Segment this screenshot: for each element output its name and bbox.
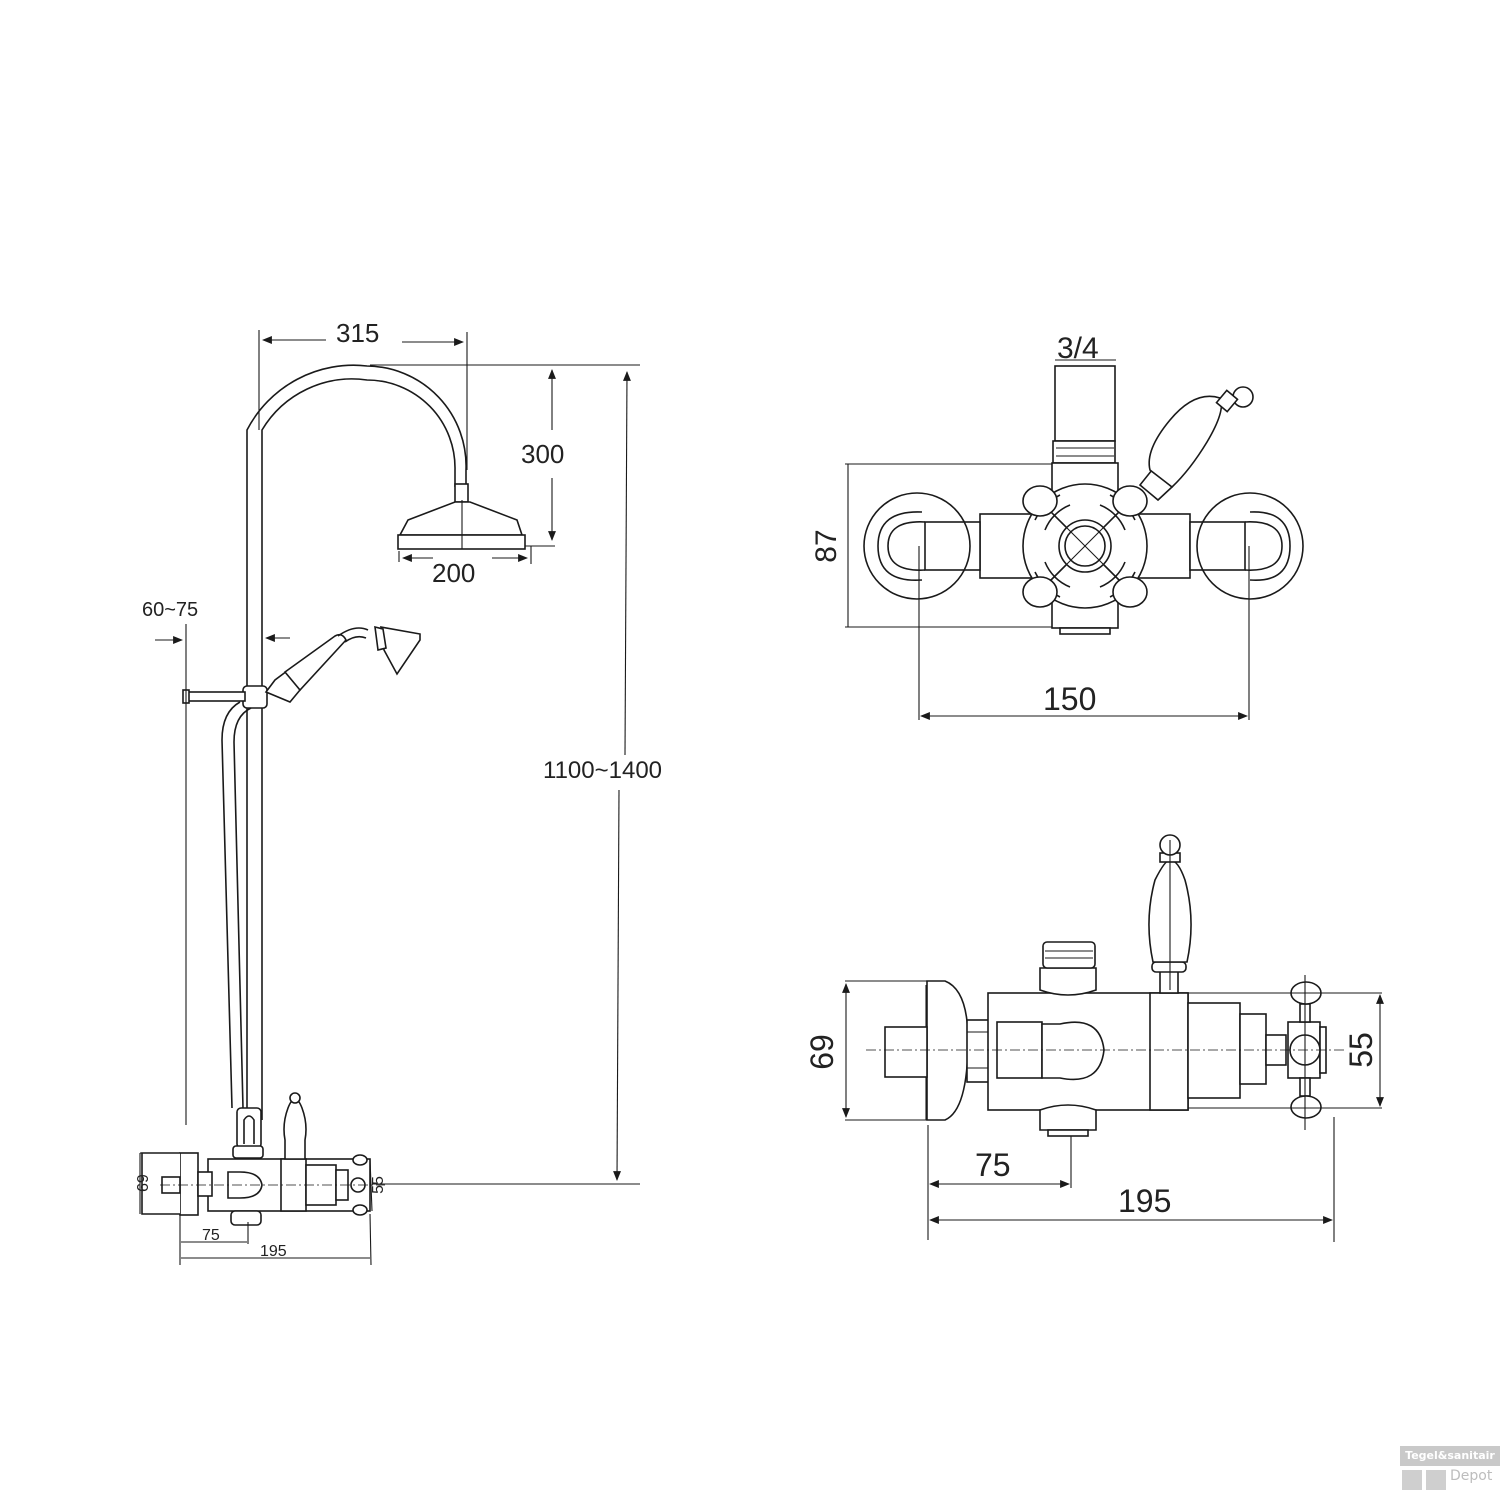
front-view: 69 55 75 195 xyxy=(804,834,1384,1242)
label-60-75: 60~75 xyxy=(142,599,198,621)
hand-shower xyxy=(182,625,421,1109)
label-300: 300 xyxy=(521,439,564,469)
label-front-55: 55 xyxy=(1343,1032,1379,1068)
riser-pipe xyxy=(246,364,469,1120)
top-view-dimensions: 3/4 87 150 xyxy=(810,332,1250,720)
label-side-75: 75 xyxy=(202,1227,220,1244)
cross-handle xyxy=(1022,483,1148,609)
front-view-dimensions: 69 55 75 195 xyxy=(804,980,1384,1242)
label-side-55: 55 xyxy=(370,1176,387,1194)
side-valve-dimensions: 69 55 75 195 xyxy=(133,1152,387,1266)
side-valve-body xyxy=(141,1092,385,1226)
lever-handle xyxy=(1138,386,1254,502)
label-150: 150 xyxy=(1043,681,1096,717)
watermark-brand-bottom: Depot xyxy=(1450,1468,1493,1484)
label-200: 200 xyxy=(432,558,475,588)
front-lever-handle xyxy=(1148,834,1192,1111)
label-front-75: 75 xyxy=(975,1147,1011,1183)
dimension-arm-drop: 300 xyxy=(370,364,640,547)
watermark-tile-icon xyxy=(1402,1470,1422,1490)
front-cross-handle xyxy=(1287,975,1327,1130)
brand-watermark: Tegel&sanitair Depot xyxy=(1400,1442,1500,1500)
dimension-arm-reach: 315 xyxy=(258,318,468,470)
side-view: 315 300 200 xyxy=(133,318,662,1266)
dimension-total-height: 1100~1400 xyxy=(372,371,662,1185)
label-3-4: 3/4 xyxy=(1057,332,1099,365)
label-side-195: 195 xyxy=(260,1243,287,1260)
dimension-wall-offset: 60~75 xyxy=(142,599,290,1125)
overhead-shower-head xyxy=(397,500,526,550)
label-side-69: 69 xyxy=(133,1174,150,1192)
top-view: 3/4 87 150 xyxy=(810,332,1304,720)
watermark-tile-icon xyxy=(1426,1470,1446,1490)
label-1100-1400: 1100~1400 xyxy=(543,757,662,784)
label-front-69: 69 xyxy=(804,1034,840,1070)
label-87: 87 xyxy=(810,529,843,562)
watermark-brand-top: Tegel&sanitair xyxy=(1400,1446,1500,1466)
label-315: 315 xyxy=(336,318,379,348)
dimension-head-diameter: 200 xyxy=(398,546,532,588)
label-front-195: 195 xyxy=(1118,1183,1171,1219)
